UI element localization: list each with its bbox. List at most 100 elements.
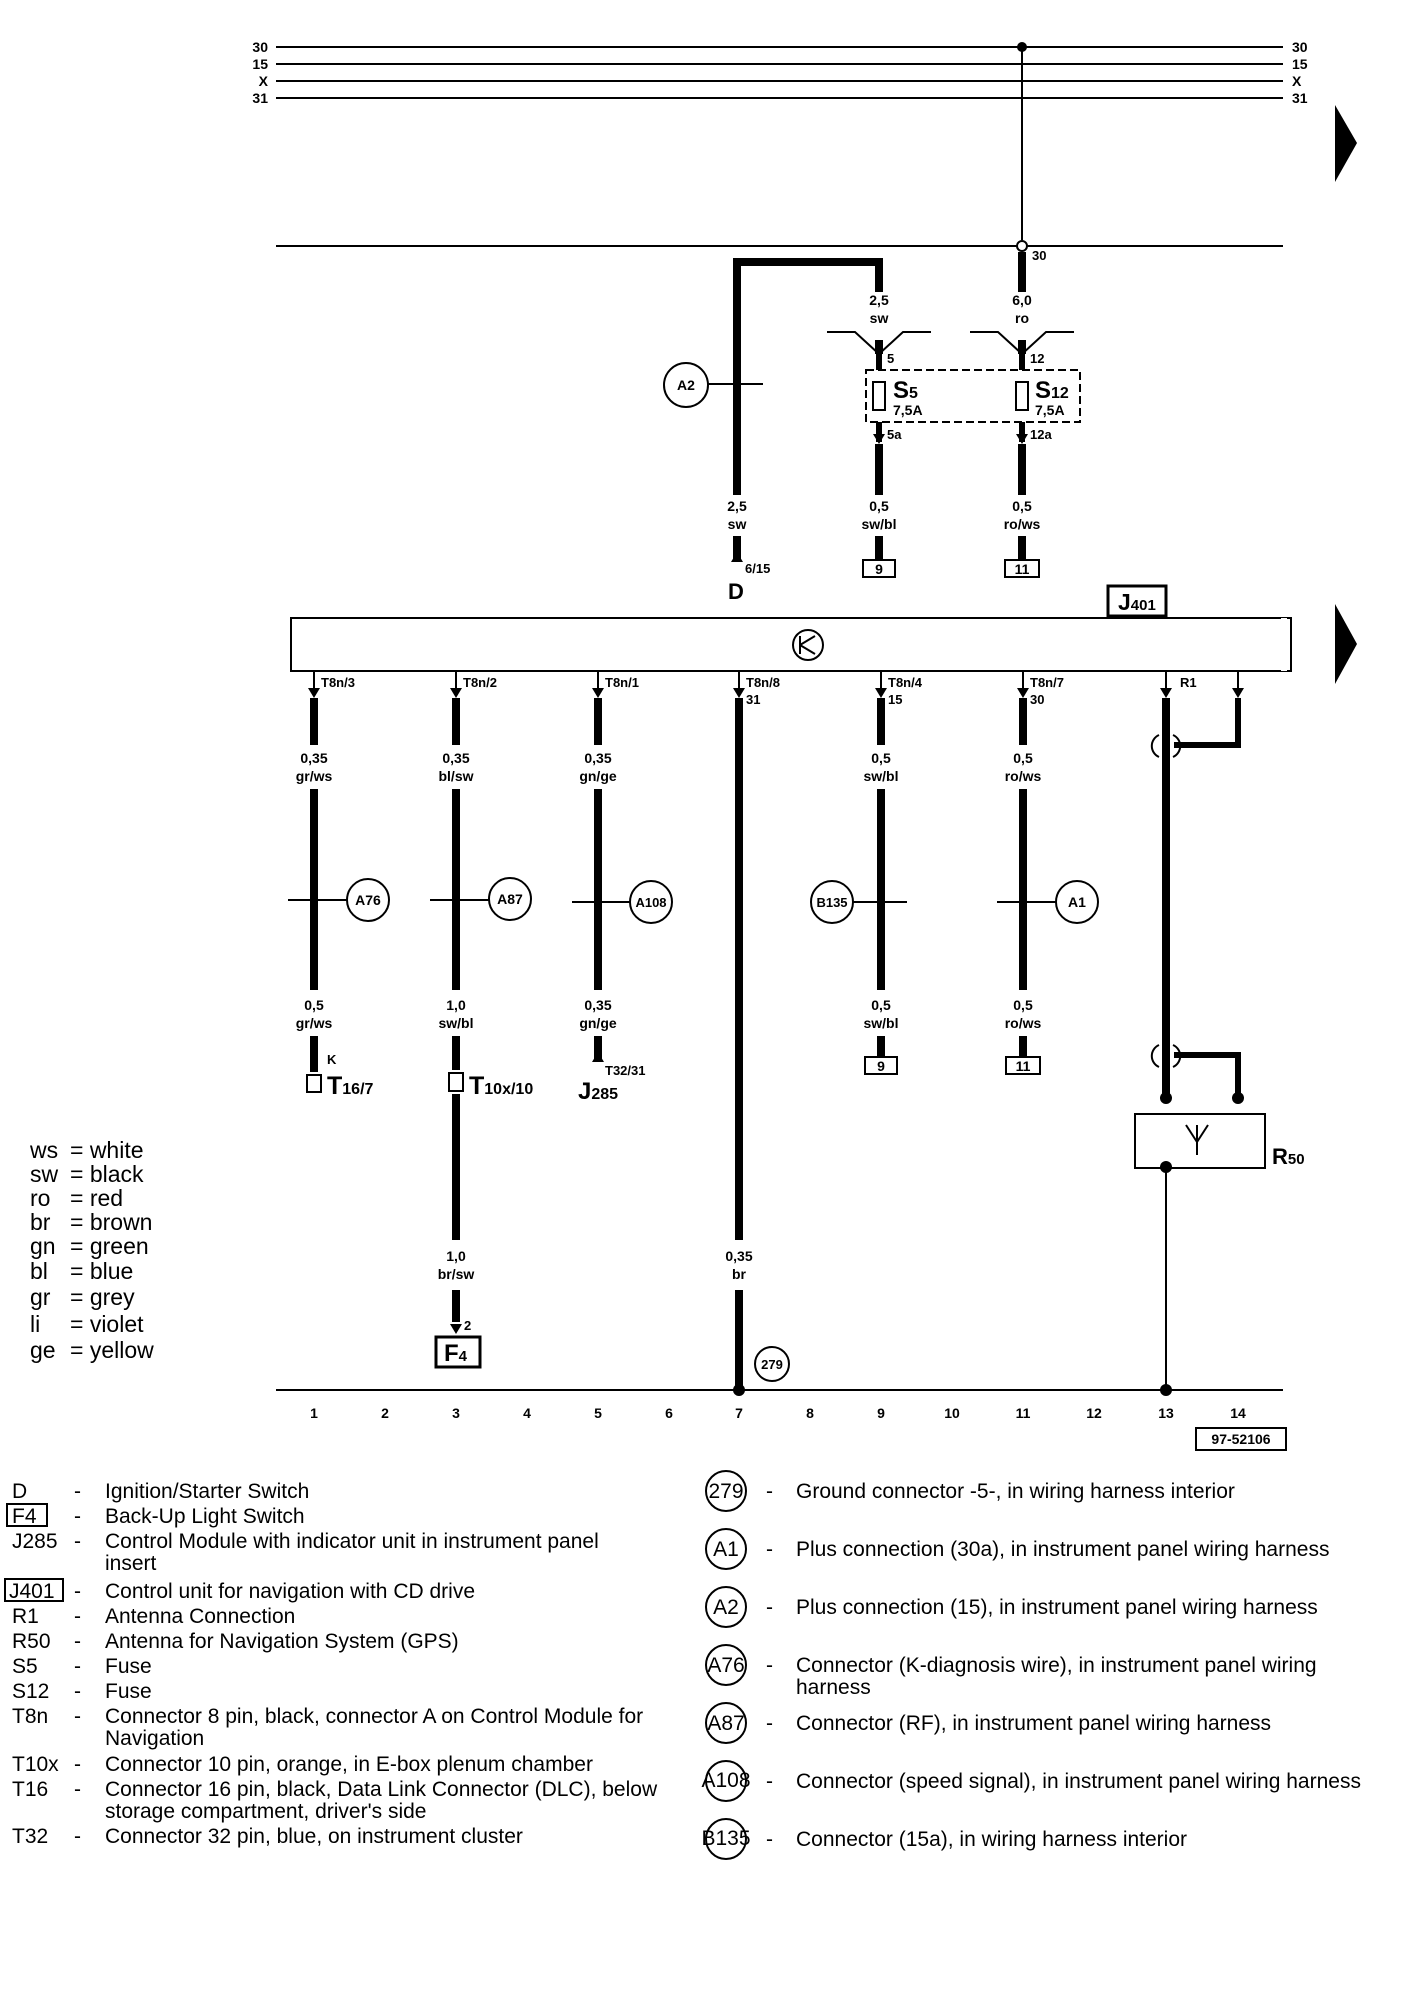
dash: - [74, 1680, 81, 1703]
component-desc: Fuse [105, 1680, 152, 1703]
bus-label-30-right: 30 [1292, 39, 1308, 55]
connection-desc: harness [796, 1676, 871, 1699]
t10x-label: T10x/10 [469, 1072, 533, 1100]
antenna-r50 [1134, 1113, 1266, 1169]
legend-code: li [30, 1311, 40, 1337]
connection-code: 279 [708, 1480, 743, 1503]
pin-t8n-7-terminal: 30 [1030, 692, 1044, 707]
legend-name: = red [70, 1185, 123, 1211]
component-code: D [12, 1480, 27, 1503]
legend-circle-a108 [705, 1760, 747, 1802]
component-desc: Connector 8 pin, black, connector A on C… [105, 1705, 643, 1728]
component-desc: Connector 10 pin, orange, in E-box plenu… [105, 1753, 593, 1776]
wire-color: sw/bl [438, 1015, 473, 1031]
f4-label: F4 [444, 1340, 468, 1367]
continue-arrow-top [1335, 105, 1357, 182]
wire-size: 0,35 [725, 1248, 752, 1264]
legend-code: ge [30, 1337, 56, 1363]
legend-name: = violet [70, 1311, 144, 1337]
wire-color: sw/bl [861, 516, 896, 532]
d-pin-label: 6/15 [745, 561, 770, 576]
svg-text:4: 4 [523, 1405, 531, 1421]
component-desc: Ignition/Starter Switch [105, 1480, 309, 1503]
color-legend: ws = white sw = black ro = red br = brow… [29, 1137, 154, 1363]
connection-a2 [663, 362, 709, 408]
dash: - [74, 1530, 81, 1553]
connection-a108-label: A108 [635, 895, 666, 910]
legend-name: = yellow [70, 1337, 154, 1363]
legend-circle-279 [705, 1470, 747, 1512]
pin-t8n-3: T8n/3 [321, 675, 355, 690]
t32-label: T32/31 [605, 1063, 645, 1078]
svg-text:11: 11 [1016, 1405, 1031, 1421]
wire-color: sw [728, 516, 747, 532]
legend-name: = black [70, 1161, 144, 1187]
fuse-s5-name: S5 [893, 377, 918, 404]
fuse-holder [865, 369, 1081, 423]
component-code: S12 [12, 1680, 49, 1703]
component-desc: storage compartment, driver's side [105, 1800, 426, 1823]
wire-size: 0,5 [1013, 750, 1033, 766]
dash: - [766, 1770, 773, 1793]
svg-text:9: 9 [877, 1405, 885, 1421]
wire-size: 0,35 [442, 750, 469, 766]
legend-code: bl [30, 1258, 48, 1284]
pin-t8n-4-terminal: 15 [888, 692, 902, 707]
wire-color: ro/ws [1004, 516, 1041, 532]
connection-a2-label: A2 [677, 377, 695, 393]
track-numbers: 1 2 3 4 5 6 7 8 9 10 11 12 13 14 [310, 1405, 1246, 1421]
component-legend: D - Ignition/Starter Switch F4 - Back-Up… [4, 1480, 658, 1848]
t16-connector [306, 1074, 322, 1093]
wire-size: 2,5 [727, 498, 747, 514]
svg-text:13: 13 [1158, 1405, 1174, 1421]
dash: - [74, 1480, 81, 1503]
connection-code: A2 [713, 1596, 739, 1619]
electronic-symbol [792, 629, 824, 661]
pin-arrows [308, 688, 1244, 698]
reference-box-11 [1004, 559, 1040, 578]
pin-r1: R1 [1180, 675, 1197, 690]
wire-size: 0,5 [871, 997, 891, 1013]
dash: - [766, 1828, 773, 1851]
bus-label-31-left: 31 [252, 90, 268, 106]
f4-switch-box [434, 1335, 482, 1369]
fuse-s12-pin-out: 12a [1030, 427, 1052, 442]
terminal-30-label: 30 [1032, 248, 1046, 263]
wire-color: sw [870, 310, 889, 326]
wire-size: 0,35 [584, 750, 611, 766]
component-code: R1 [12, 1605, 39, 1628]
legend-code: br [30, 1209, 51, 1235]
wire-color: bl/sw [438, 768, 473, 784]
dash: - [74, 1778, 81, 1801]
fuse-s5-pin-out: 5a [887, 427, 902, 442]
dash: - [74, 1655, 81, 1678]
svg-text:3: 3 [452, 1405, 460, 1421]
pin-t8n-7: T8n/7 [1030, 675, 1064, 690]
wire-size: 2,5 [869, 292, 889, 308]
component-desc: Back-Up Light Switch [105, 1505, 305, 1528]
ground-279-label: 279 [761, 1357, 783, 1372]
bus-label-31-right: 31 [1292, 90, 1308, 106]
legend-code: ws [29, 1137, 58, 1163]
ground-279 [754, 1346, 790, 1382]
r50-label: R50 [1272, 1144, 1305, 1169]
component-desc: Antenna for Navigation System (GPS) [105, 1630, 459, 1653]
control-unit-j401 [290, 617, 1292, 672]
fuse-s12-pin-in: 12 [1030, 351, 1044, 366]
connection-code: A108 [701, 1769, 750, 1792]
dash: - [74, 1580, 81, 1603]
pin-t8n-8: T8n/8 [746, 675, 780, 690]
connection-desc: Connector (K-diagnosis wire), in instrum… [796, 1654, 1317, 1677]
fuse-s5-rating: 7,5A [893, 402, 923, 418]
wire-color: ro [1015, 310, 1029, 326]
fuse-s5-element [872, 381, 886, 411]
wire-size: 0,5 [871, 750, 891, 766]
svg-text:8: 8 [806, 1405, 814, 1421]
wire-color: sw/bl [863, 768, 898, 784]
reference-11-lower: 11 [1016, 1058, 1031, 1074]
legend-code: gn [30, 1233, 56, 1259]
shield-symbol-top [1150, 734, 1160, 758]
control-unit-j401-label: J401 [1118, 589, 1156, 615]
connection-desc: Connector (speed signal), in instrument … [796, 1770, 1361, 1793]
connection-desc: Connector (15a), in wiring harness inter… [796, 1828, 1187, 1851]
